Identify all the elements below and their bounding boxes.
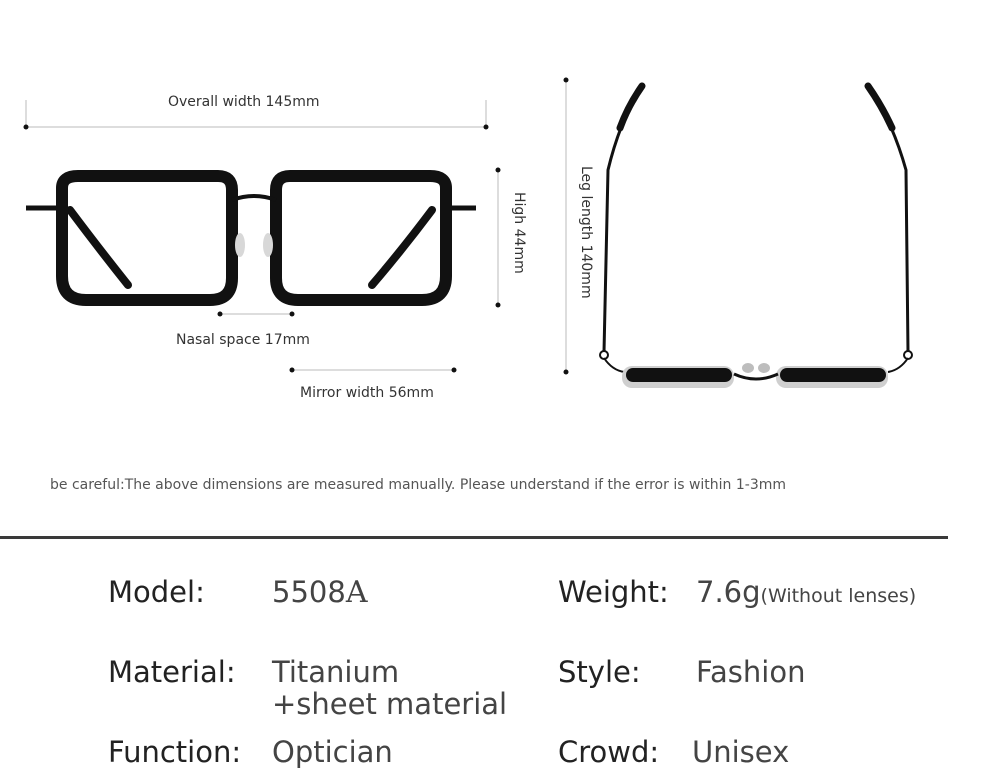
- measurement-note: be careful:The above dimensions are meas…: [50, 477, 787, 493]
- style-key: Style:: [558, 655, 641, 689]
- nasal-space-label: Nasal space 17mm: [176, 332, 310, 348]
- weight-note: (Without lenses): [760, 585, 917, 607]
- style-value: Fashion: [696, 655, 806, 689]
- model-key: Model:: [108, 575, 205, 609]
- leg-length-label: Leg length 140mm: [578, 166, 594, 299]
- material-key: Material:: [108, 655, 236, 689]
- high-label: High 44mm: [511, 192, 527, 274]
- model-value: 5508A: [272, 575, 367, 610]
- weight-key: Weight:: [558, 575, 669, 609]
- model-number: 5508: [272, 575, 346, 609]
- material-line1: Titanium: [272, 655, 400, 689]
- high-guide: [495, 167, 501, 308]
- mirror-width-guide: [289, 367, 457, 373]
- material-line2: +sheet material: [272, 687, 508, 721]
- front-view-glasses: [26, 170, 476, 306]
- function-key: Function:: [108, 735, 242, 769]
- overall-width-guide: [23, 100, 489, 130]
- crowd-key: Crowd:: [558, 735, 660, 769]
- mirror-width-label: Mirror width 56mm: [300, 385, 434, 401]
- weight-value: 7.6g(Without lenses): [696, 575, 916, 609]
- section-divider: [0, 536, 948, 539]
- weight-number: 7.6g: [696, 575, 761, 609]
- model-suffix: A: [345, 575, 368, 610]
- nasal-space-guide: [217, 311, 295, 317]
- glasses-illustration: [23, 77, 913, 388]
- crowd-value: Unisex: [692, 735, 790, 769]
- overall-width-label: Overall width 145mm: [168, 94, 320, 110]
- function-value: Optician: [272, 735, 393, 769]
- leg-length-guide: [563, 77, 569, 375]
- top-view-glasses: [599, 82, 913, 388]
